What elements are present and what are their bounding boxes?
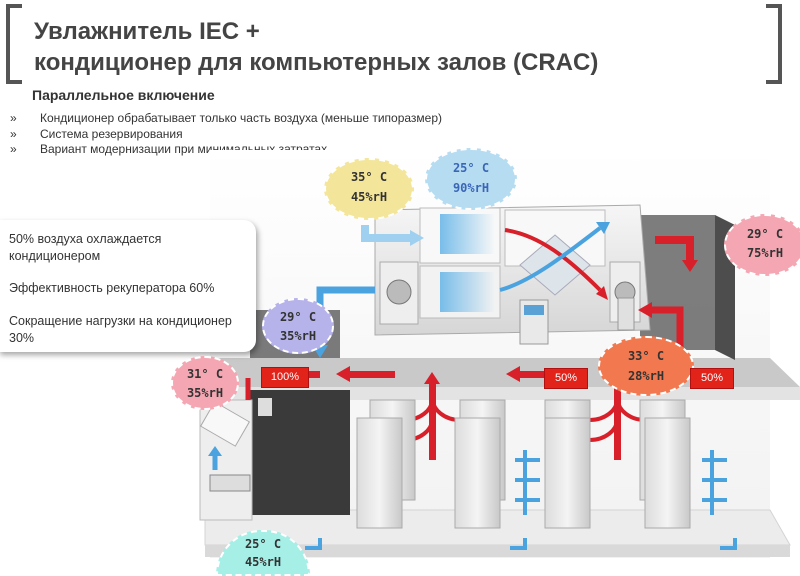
condition-bubble-outdoor: 35° C 45%rH	[324, 158, 414, 220]
bullet-item: » Система резервирования	[10, 127, 442, 143]
return-to-iec-arrow	[650, 306, 684, 355]
cold-exchange-arrow	[499, 226, 602, 292]
condition-bubble-room-return: 33° C 28%rH	[598, 336, 694, 396]
bullet-text: Система резервирования	[40, 126, 183, 141]
temperature-label: 31° C	[186, 367, 224, 381]
bullet-text: Кондиционер обрабатывает только часть во…	[40, 111, 443, 125]
humidity-label: 90%rH	[452, 181, 490, 195]
humidity-label: 45%rH	[350, 190, 388, 204]
crac-unit	[199, 378, 350, 521]
humidity-label: 35%rH	[279, 329, 317, 343]
title-line-2: кондиционер для компьютерных залов (CRAC…	[34, 49, 599, 76]
ceiling-return-flow	[300, 366, 545, 382]
bullet-list: » Кондиционер обрабатывает только часть …	[10, 111, 442, 158]
flow-bar	[350, 371, 395, 378]
info-line-recuperator: Эффективность рекуператора 60%	[9, 281, 215, 295]
condition-bubble-after-iec: 25° C 90%rH	[425, 148, 517, 210]
spray-mist	[440, 272, 495, 312]
title-bracket-right	[766, 4, 782, 84]
control-panel	[617, 297, 635, 331]
floor-flow	[305, 538, 322, 550]
rack	[644, 417, 691, 529]
control-display	[524, 305, 544, 315]
info-line-airflow: 50% воздуха охлаждается кондиционером	[9, 232, 162, 263]
crac-fan	[209, 474, 251, 492]
floor-edge	[205, 545, 790, 557]
floor-flow	[720, 538, 737, 550]
condition-bubble-iec-supply: 29° C 35%rH	[262, 298, 334, 354]
flow-bar	[520, 371, 545, 378]
arrow-head	[424, 372, 440, 384]
arrow-head	[506, 366, 520, 382]
crac-display	[258, 398, 272, 416]
condition-bubble-exhaust: 29° C 75%rH	[724, 214, 800, 276]
rack	[356, 417, 403, 529]
arrow-head	[638, 302, 652, 318]
exhaust-arrow	[655, 236, 694, 260]
info-line-load-reduction: Сокращение нагрузки на кондиционер 30%	[9, 314, 232, 345]
rack	[544, 417, 591, 529]
flow-label-crac: 100%	[261, 367, 309, 388]
humidity-label: 35%rH	[186, 386, 224, 400]
flow-label-to-crac: 50%	[544, 368, 588, 389]
arrow-head	[682, 260, 698, 272]
humidity-label: 28%rH	[627, 369, 665, 383]
exhaust-duct	[640, 215, 715, 350]
temperature-label: 25° C	[244, 537, 282, 551]
temperature-label: 29° C	[279, 310, 317, 324]
bullet-item: » Кондиционер обрабатывает только часть …	[10, 111, 442, 127]
arrow-head	[410, 230, 424, 246]
humidity-label: 75%rH	[746, 246, 784, 260]
page-title: Увлажнитель IEC + кондиционер для компью…	[34, 16, 598, 78]
condition-bubble-floor-supply: 25° C 45%rH	[216, 530, 310, 576]
cold-air-streams	[702, 450, 727, 515]
temperature-label: 29° C	[746, 227, 784, 241]
outdoor-intake-arrow	[361, 225, 410, 242]
bullet-mark: »	[10, 142, 17, 156]
temperature-label: 33° C	[627, 349, 665, 363]
arrow-head	[336, 366, 350, 382]
title-line-1: Увлажнитель IEC +	[34, 18, 260, 45]
arrow-head	[208, 446, 222, 456]
flow-bar	[300, 371, 320, 378]
arrow-head	[596, 222, 610, 234]
bullet-mark: »	[10, 126, 17, 141]
cold-air-streams	[515, 450, 540, 515]
arrow-head	[596, 286, 608, 300]
title-bracket-left	[6, 4, 22, 84]
fan-icon	[386, 279, 412, 305]
humidity-label: 45%rH	[244, 555, 282, 569]
floor-flow	[510, 538, 527, 550]
bullet-mark: »	[10, 111, 17, 125]
subtitle: Параллельное включение	[32, 87, 215, 103]
rack	[454, 417, 501, 529]
info-box: 50% воздуха охлаждается кондиционером Эф…	[0, 220, 256, 352]
condition-bubble-crac-return: 31° C 35%rH	[171, 356, 239, 410]
temperature-label: 35° C	[350, 170, 388, 184]
crac-filter	[199, 401, 251, 447]
server-racks	[356, 399, 691, 529]
flow-label-to-iec: 50%	[690, 368, 734, 389]
spray-mist	[440, 214, 495, 254]
hot-exchange-arrow	[504, 228, 602, 292]
temperature-label: 25° C	[452, 161, 490, 175]
